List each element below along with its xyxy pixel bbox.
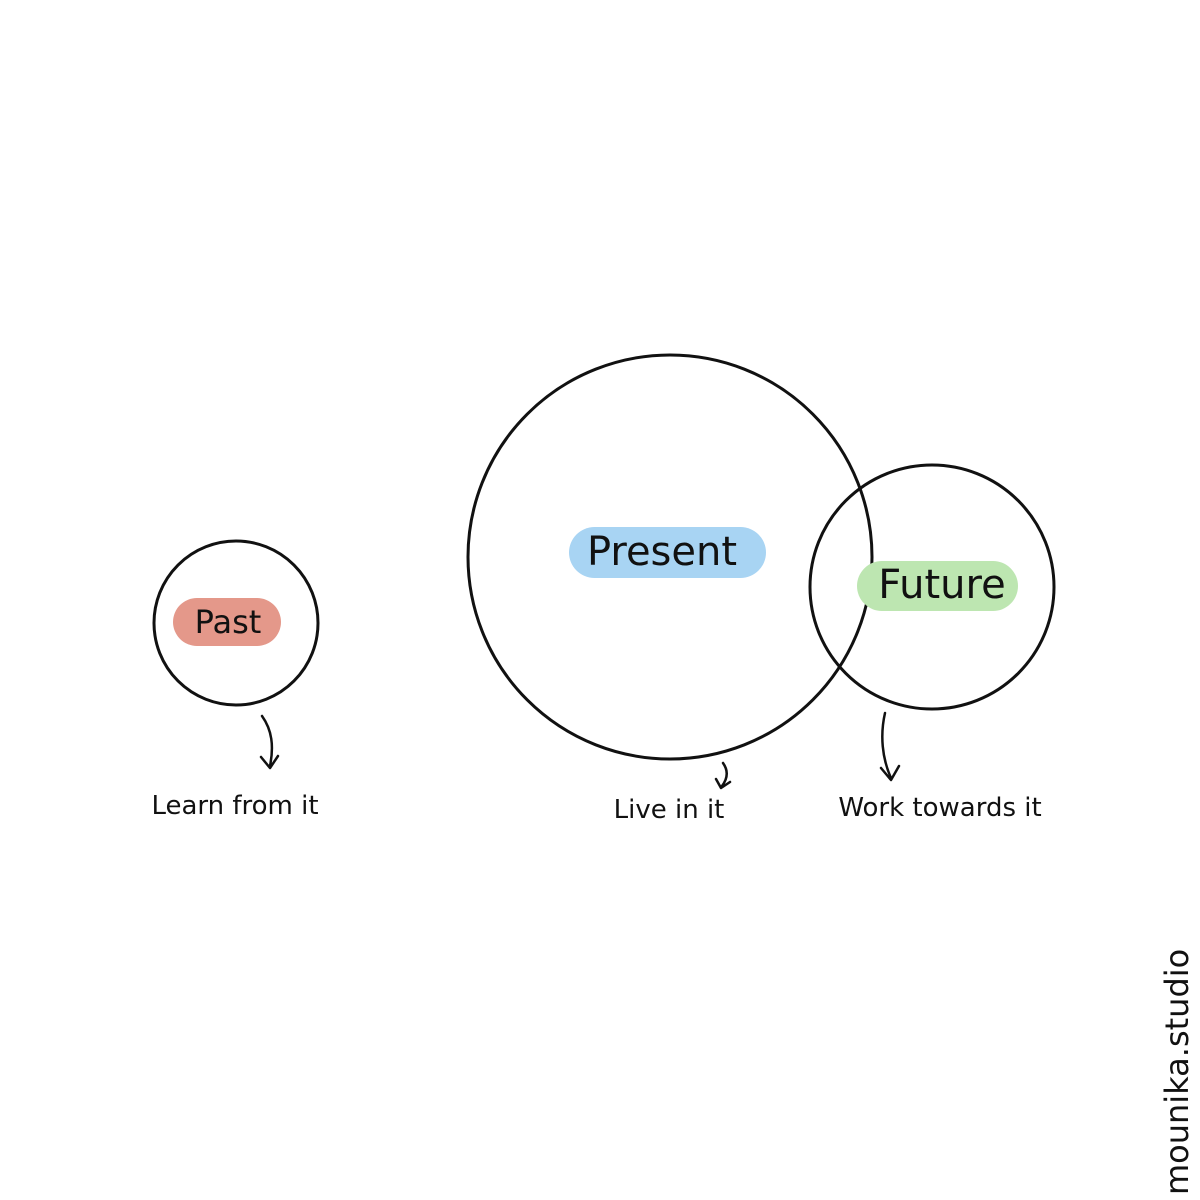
future-pill: [857, 561, 1018, 611]
past-pill: [173, 598, 281, 646]
future-arrow-icon: [879, 711, 901, 782]
future-caption: Work towards it: [838, 793, 1041, 823]
past-caption: Learn from it: [151, 791, 318, 821]
past-circle: [152, 539, 320, 707]
past-label: Past: [195, 603, 262, 641]
present-label: Present: [587, 529, 737, 575]
future-label: Future: [878, 562, 1005, 608]
present-group: Present Live in it: [466, 353, 874, 825]
past-arrow-icon: [259, 714, 280, 770]
past-group: Past Learn from it: [151, 539, 320, 821]
present-caption: Live in it: [614, 795, 725, 825]
future-circle: [808, 463, 1056, 711]
present-circle: [466, 353, 874, 761]
future-group: Future Work towards it: [808, 463, 1056, 823]
present-pill: [569, 527, 766, 578]
present-arrow-icon: [714, 761, 732, 790]
watermark: mounika.studio: [1158, 949, 1196, 1195]
